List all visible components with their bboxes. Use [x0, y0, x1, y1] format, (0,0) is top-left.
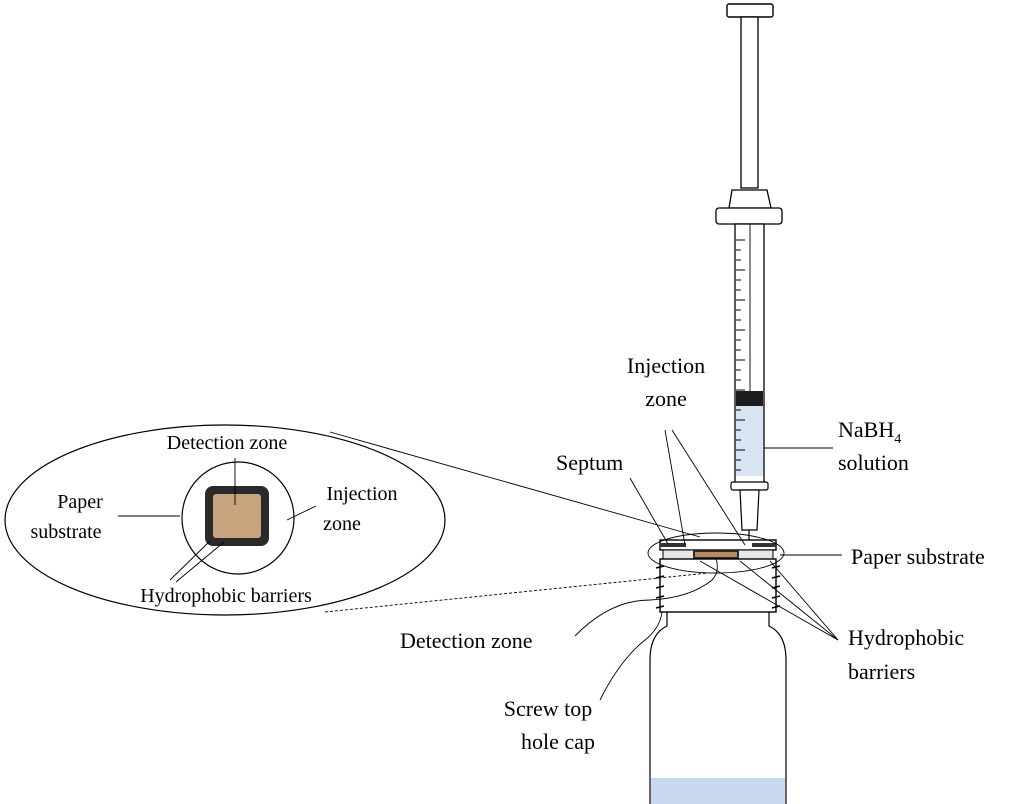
label-septum: Septum	[556, 450, 623, 475]
label-paper-substrate-right: Paper substrate	[851, 544, 985, 569]
label-nabh4: NaBH4	[838, 417, 901, 447]
label-injection-zone-top-1: Injection	[627, 353, 705, 378]
label-inset-hydrophobic-barriers: Hydrophobic barriers	[140, 585, 312, 607]
label-screw-top-2: hole cap	[521, 729, 595, 754]
vial-icon	[649, 539, 787, 804]
leader-lines	[118, 429, 842, 701]
label-hydrophobic-barriers-2: barriers	[848, 659, 915, 684]
diagram-labels: Injection zone NaBH4 solution Septum Pap…	[30, 353, 984, 754]
label-screw-top-1: Screw top	[504, 696, 593, 721]
paper-device-icon	[181, 461, 295, 575]
label-detection-zone-bottom: Detection zone	[400, 628, 533, 653]
label-inset-paper-1: Paper	[57, 491, 103, 513]
label-solution: solution	[838, 450, 909, 475]
label-injection-zone-top-2: zone	[645, 386, 687, 411]
label-inset-paper-2: substrate	[30, 521, 101, 543]
label-hydrophobic-barriers-1: Hydrophobic	[848, 625, 964, 650]
label-inset-injection-2: zone	[323, 513, 361, 535]
label-inset-detection-zone: Detection zone	[167, 432, 288, 454]
syringe-icon	[715, 3, 783, 608]
label-inset-injection-1: Injection	[326, 483, 397, 505]
